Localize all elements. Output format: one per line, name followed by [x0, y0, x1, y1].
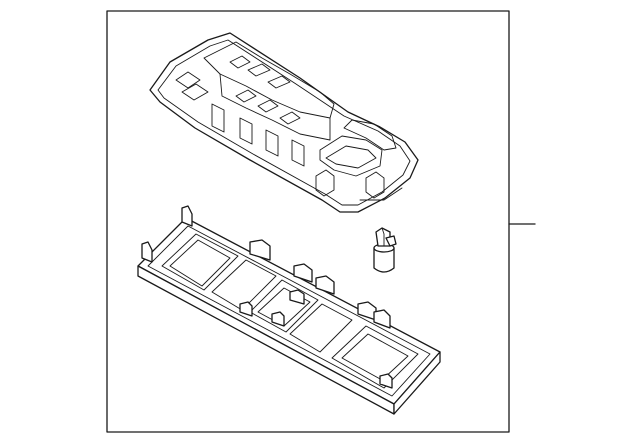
diagram-frame	[106, 10, 510, 433]
lens-cover-panel	[137, 205, 441, 415]
lamp-housing	[149, 32, 419, 213]
wedge-bulb	[373, 227, 397, 273]
